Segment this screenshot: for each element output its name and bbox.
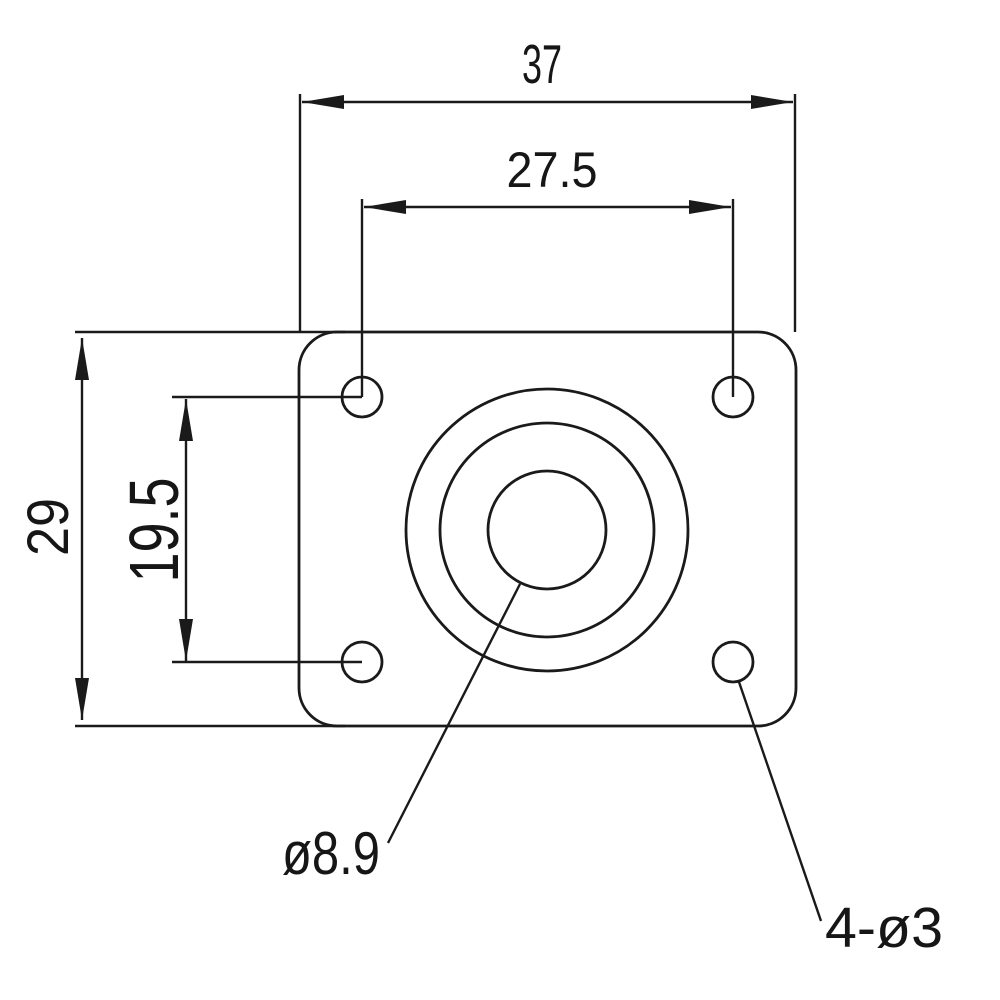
- dim-27-5-arrow-right-icon: [689, 200, 731, 214]
- part-geometry: [297, 330, 798, 728]
- dimension-arrowheads: [75, 95, 793, 720]
- dim-37-label: 37: [522, 33, 562, 95]
- center-hole-diameter-label: ø8.9: [282, 820, 380, 887]
- center-boss-outer-circle: [404, 387, 690, 673]
- dim-37-arrow-right-icon: [751, 95, 793, 109]
- dimension-lines: [75, 94, 823, 922]
- corner-holes-leader-line: [737, 681, 823, 922]
- dim-29-arrow-bottom-icon: [75, 678, 89, 720]
- dim-29-label: 29: [16, 498, 81, 556]
- center-boss-middle-circle: [438, 421, 656, 639]
- mount-hole-bottom-right: [711, 640, 755, 684]
- dim-29-arrow-top-icon: [75, 338, 89, 380]
- dim-27-5-label: 27.5: [507, 142, 598, 198]
- dim-27-5-arrow-left-icon: [364, 200, 406, 214]
- corner-holes-label: 4-ø3: [825, 896, 943, 960]
- dim-19-5-label: 19.5: [115, 478, 193, 583]
- center-hole-leader-line: [386, 583, 522, 844]
- dim-37-arrow-left-icon: [302, 95, 344, 109]
- dim-19-5-arrow-top-icon: [179, 399, 193, 441]
- dimension-labels: 37 27.5 29 19.5 ø8.9 4-ø3: [16, 33, 943, 960]
- center-hole-circle: [486, 469, 608, 591]
- plate-outline: [297, 330, 798, 728]
- dim-19-5-arrow-bottom-icon: [179, 619, 193, 661]
